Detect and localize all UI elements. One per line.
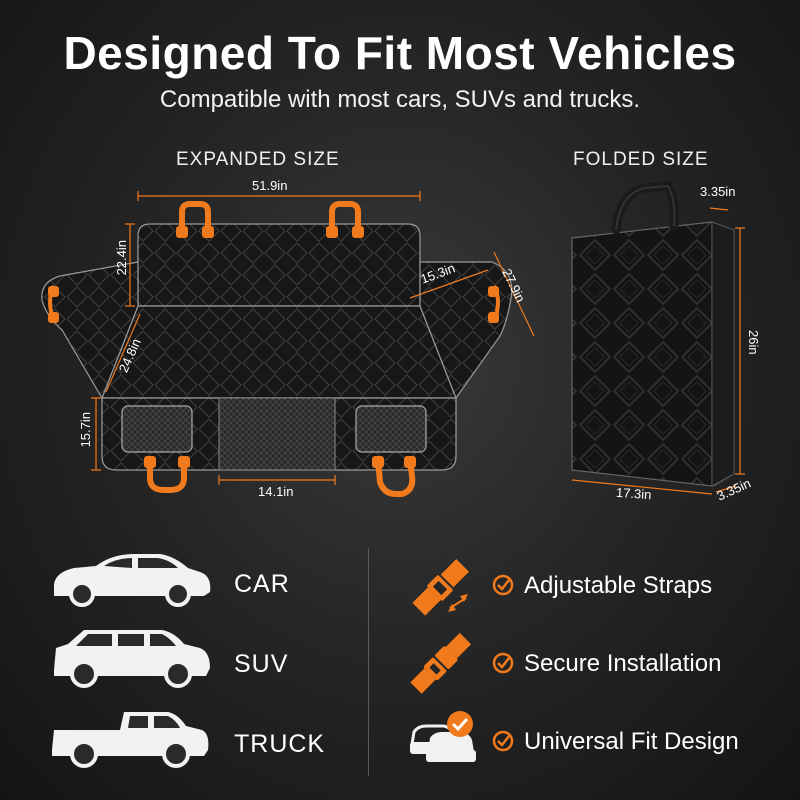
dim-front-height: 15.7in (78, 412, 93, 448)
section-divider (368, 548, 369, 776)
vehicle-label-car: CAR (234, 570, 290, 598)
suv-icon (54, 630, 210, 688)
adjustable-strap-icon (412, 559, 469, 616)
cars-check-icon (410, 711, 476, 762)
buckle-icon (410, 632, 472, 694)
dim-mesh-width: 14.1in (258, 484, 294, 499)
page-title: Designed To Fit Most Vehicles (63, 27, 737, 79)
expanded-size-label: EXPANDED SIZE (176, 149, 340, 170)
dim-folded-width: 17.3in (615, 484, 652, 503)
feature-label-adjustable-straps: Adjustable Straps (524, 572, 713, 599)
dim-back-height: 22.4in (114, 240, 129, 276)
page-subtitle: Compatible with most cars, SUVs and truc… (159, 86, 641, 113)
dimension-lines (91, 191, 535, 485)
dim-top-width: 51.9in (252, 178, 288, 193)
dim-folded-top-depth: 3.35in (700, 184, 736, 199)
folded-bag (571, 181, 735, 487)
truck-icon (52, 712, 209, 768)
check-icons (492, 574, 514, 752)
dim-folded-height: 26in (746, 330, 761, 355)
feature-label-universal-fit: Universal Fit Design (524, 728, 739, 755)
feature-label-secure-installation: Secure Installation (524, 650, 722, 677)
vehicle-label-suv: SUV (234, 650, 289, 678)
folded-dimension-lines (571, 207, 745, 495)
car-icon (54, 554, 211, 607)
seat-cover-expanded (41, 201, 513, 497)
folded-size-label: FOLDED SIZE (573, 149, 709, 170)
vehicle-label-truck: TRUCK (234, 730, 326, 758)
